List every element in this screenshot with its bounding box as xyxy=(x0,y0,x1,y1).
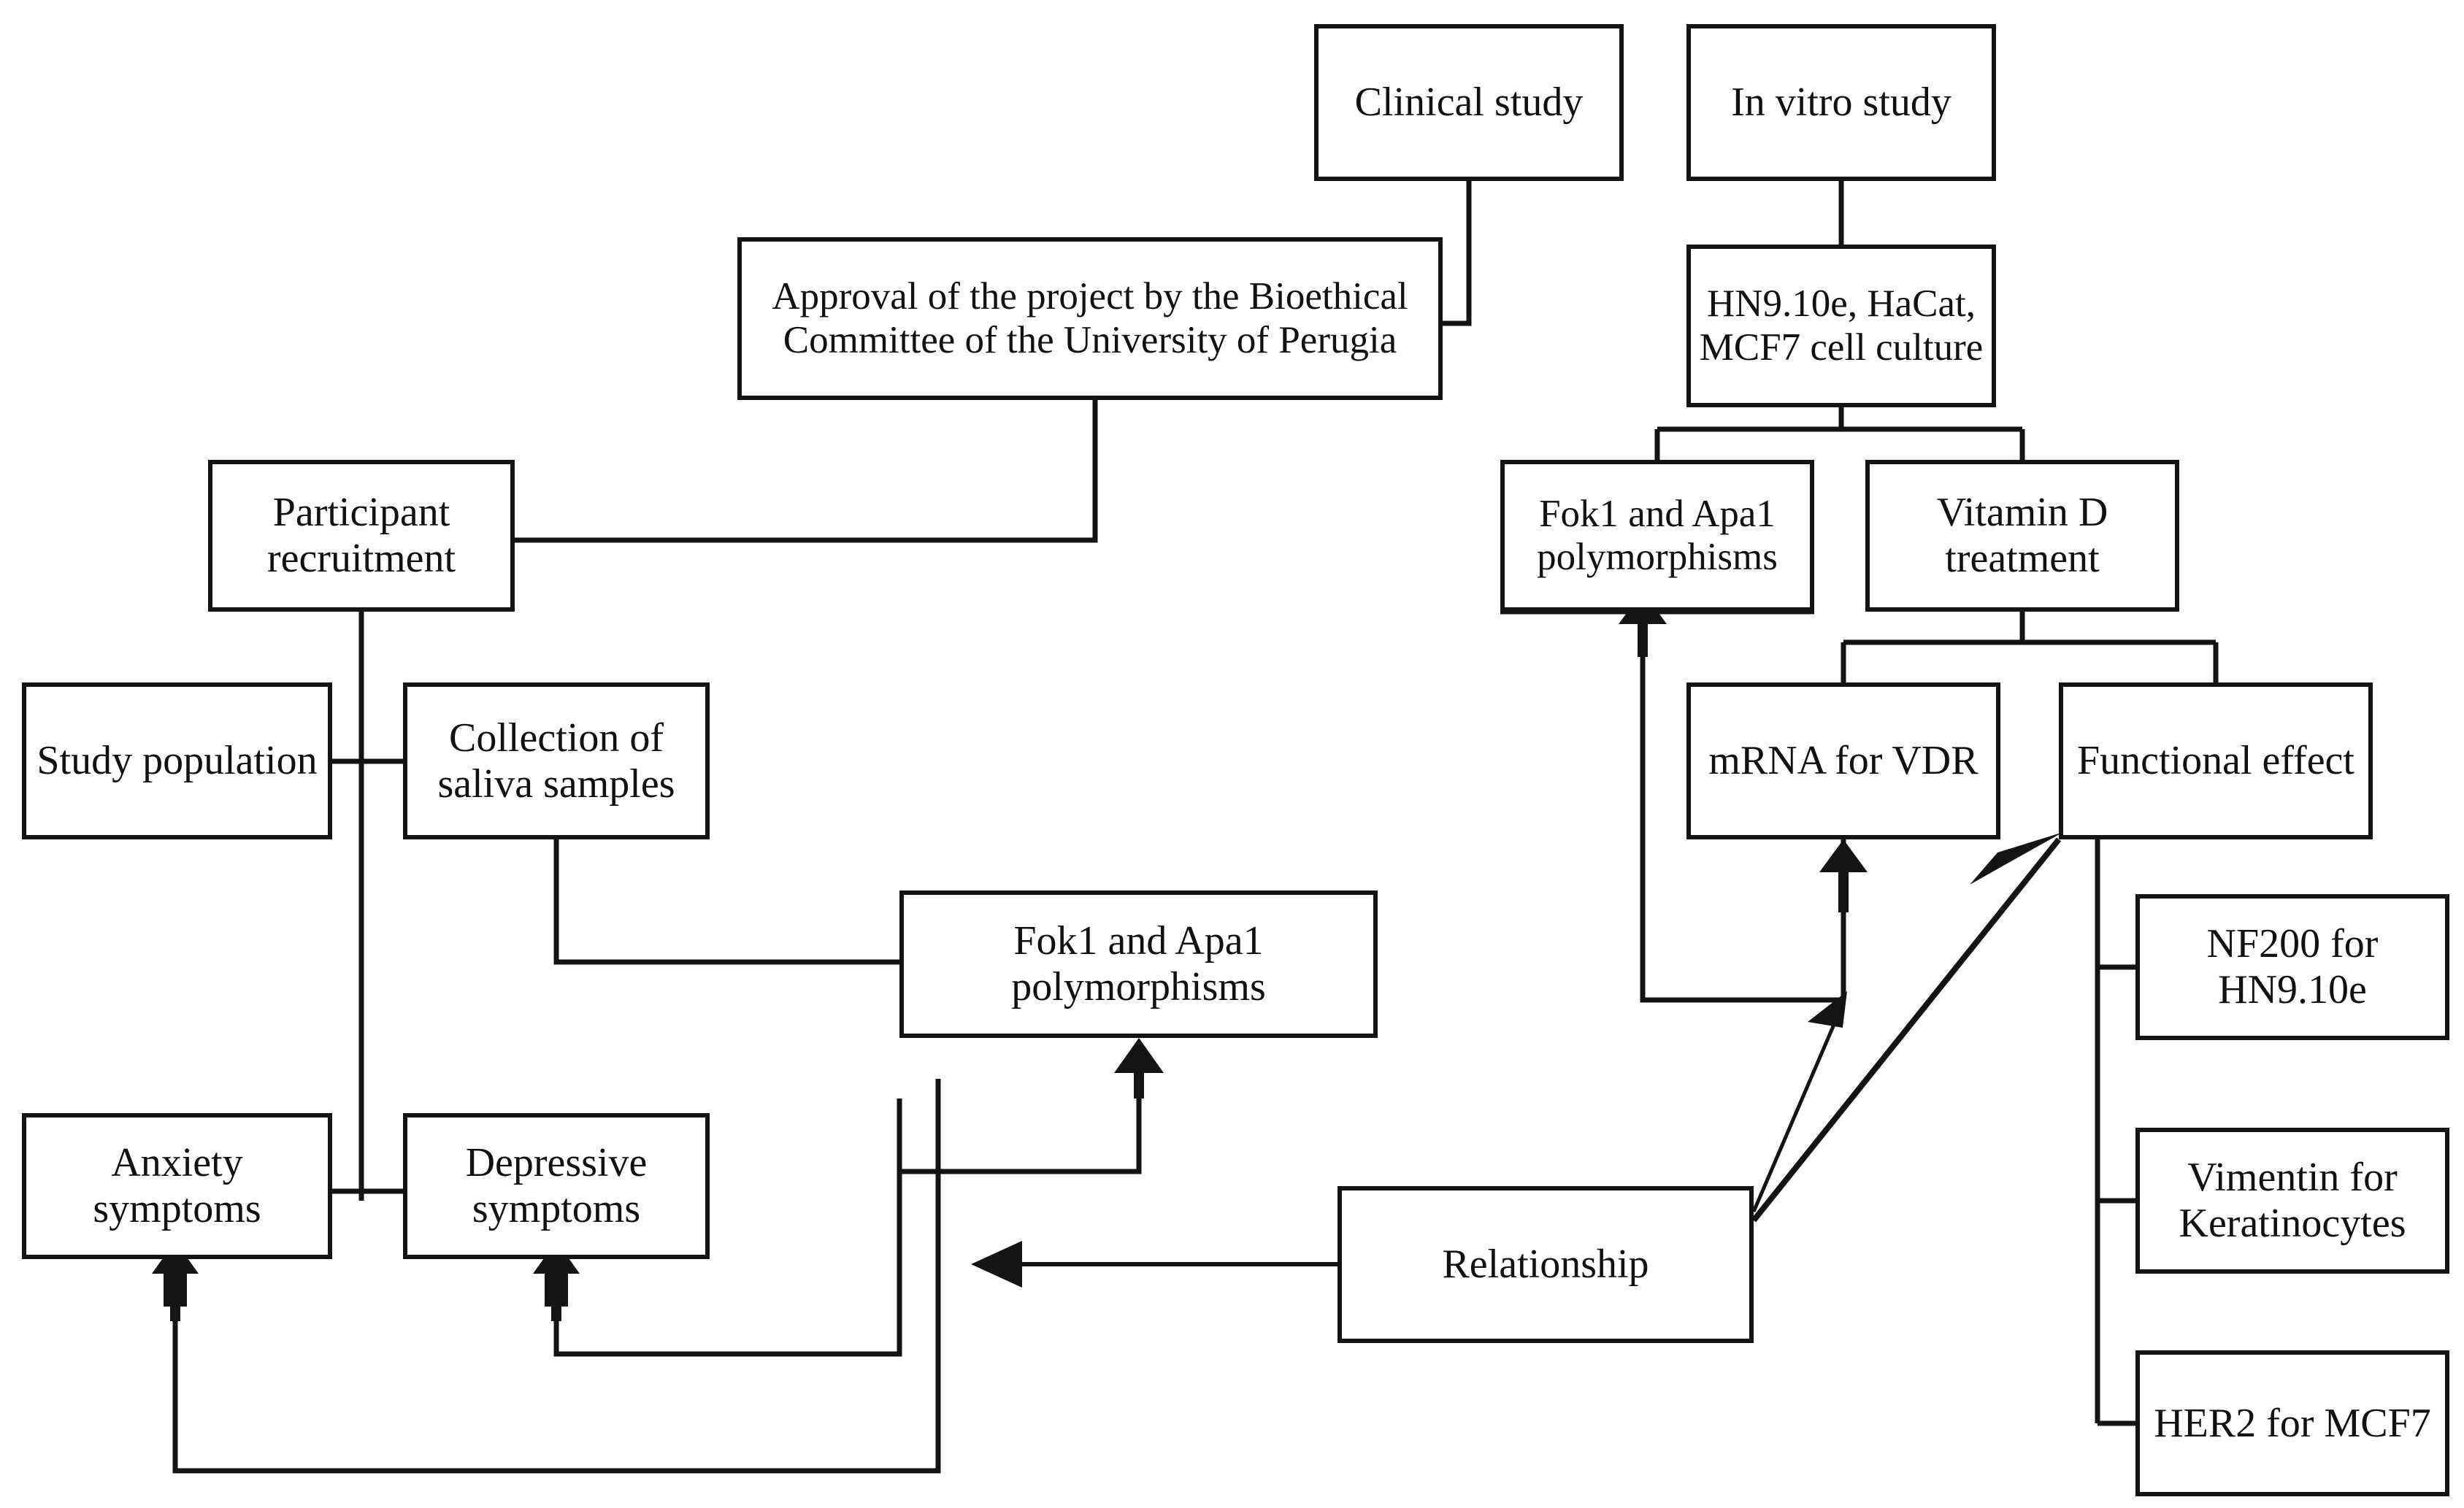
wire-relationship-to-functional xyxy=(1751,837,2062,1223)
node-cell-culture[interactable]: HN9.10e, HaCat, MCF7 cell culture xyxy=(1686,245,1996,407)
wire-vitamind-split xyxy=(1841,612,2219,682)
node-study-population[interactable]: Study population xyxy=(22,682,332,839)
node-nf200-hn910e[interactable]: NF200 for HN9.10e xyxy=(2135,894,2449,1040)
node-label-study-population: Study population xyxy=(37,738,318,784)
arrow-mrna-up xyxy=(1819,839,1868,872)
wire-polymorphisms-feed xyxy=(899,1099,1142,1174)
node-label-her2-mcf7: HER2 for MCF7 xyxy=(2154,1400,2431,1446)
wire-junction-to-polymorphisms xyxy=(1640,657,1843,1003)
node-label-anxiety-symptoms: Anxiety symptoms xyxy=(93,1140,261,1231)
node-ethics-approval[interactable]: Approval of the project by the Bioethica… xyxy=(737,237,1443,400)
node-polymorphisms-invitro[interactable]: Fok1 and Apa1 polymorphisms xyxy=(1500,460,1814,612)
node-label-saliva-collection: Collection of saliva samples xyxy=(437,715,675,807)
node-label-mrna-vdr: mRNA for VDR xyxy=(1708,738,1979,784)
node-label-vitamin-d-treatment: Vitamin D treatment xyxy=(1936,490,2108,581)
wire-depressive-route xyxy=(553,1099,902,1357)
wire-relationship-to-junction xyxy=(1751,1010,1842,1212)
node-depressive-symptoms[interactable]: Depressive symptoms xyxy=(403,1113,710,1259)
node-label-participant-recruitment: Participant recruitment xyxy=(266,490,456,581)
wire-functional-spine xyxy=(2095,839,2135,1426)
node-label-functional-effect: Functional effect xyxy=(2077,738,2354,784)
node-functional-effect[interactable]: Functional effect xyxy=(2059,682,2373,839)
arrow-polymorphisms-up xyxy=(1114,1038,1164,1073)
node-label-depressive-symptoms: Depressive symptoms xyxy=(465,1140,648,1231)
node-participant-recruitment[interactable]: Participant recruitment xyxy=(208,460,515,612)
wire-approval-to-participant xyxy=(515,400,1098,543)
node-label-in-vitro-study: In vitro study xyxy=(1731,80,1951,126)
wire-saliva-to-polymorphisms xyxy=(553,839,899,965)
node-vitamin-d-treatment[interactable]: Vitamin D treatment xyxy=(1865,460,2179,612)
node-in-vitro-study[interactable]: In vitro study xyxy=(1686,24,1996,181)
node-relationship[interactable]: Relationship xyxy=(1337,1186,1754,1343)
node-clinical-study[interactable]: Clinical study xyxy=(1314,24,1624,181)
node-label-cell-culture: HN9.10e, HaCat, MCF7 cell culture xyxy=(1699,282,1984,369)
node-label-ethics-approval: Approval of the project by the Bioethica… xyxy=(772,275,1408,361)
node-polymorphisms-clinical[interactable]: Fok1 and Apa1 polymorphisms xyxy=(899,890,1378,1038)
node-label-vimentin-keratinocytes: Vimentin for Keratinocytes xyxy=(2179,1155,2406,1246)
arrow-relationship-diagonal xyxy=(1970,832,2063,885)
arrow-relationship-left xyxy=(971,1241,1022,1288)
wire-culture-split xyxy=(1654,407,2025,460)
node-label-nf200-hn910e: NF200 for HN9.10e xyxy=(2206,921,2379,1012)
wire-anxiety-route xyxy=(172,1079,941,1474)
wire-clinical-to-approval xyxy=(1443,181,1472,326)
node-anxiety-symptoms[interactable]: Anxiety symptoms xyxy=(22,1113,332,1259)
node-saliva-collection[interactable]: Collection of saliva samples xyxy=(403,682,710,839)
node-label-polymorphisms-clinical: Fok1 and Apa1 polymorphisms xyxy=(1011,918,1266,1009)
node-her2-mcf7[interactable]: HER2 for MCF7 xyxy=(2135,1350,2449,1496)
node-label-clinical-study: Clinical study xyxy=(1354,80,1584,126)
node-mrna-vdr[interactable]: mRNA for VDR xyxy=(1686,682,2000,839)
node-label-polymorphisms-invitro: Fok1 and Apa1 polymorphisms xyxy=(1537,492,1778,578)
node-vimentin-keratinocytes[interactable]: Vimentin for Keratinocytes xyxy=(2135,1128,2449,1274)
node-label-relationship: Relationship xyxy=(1442,1242,1649,1288)
